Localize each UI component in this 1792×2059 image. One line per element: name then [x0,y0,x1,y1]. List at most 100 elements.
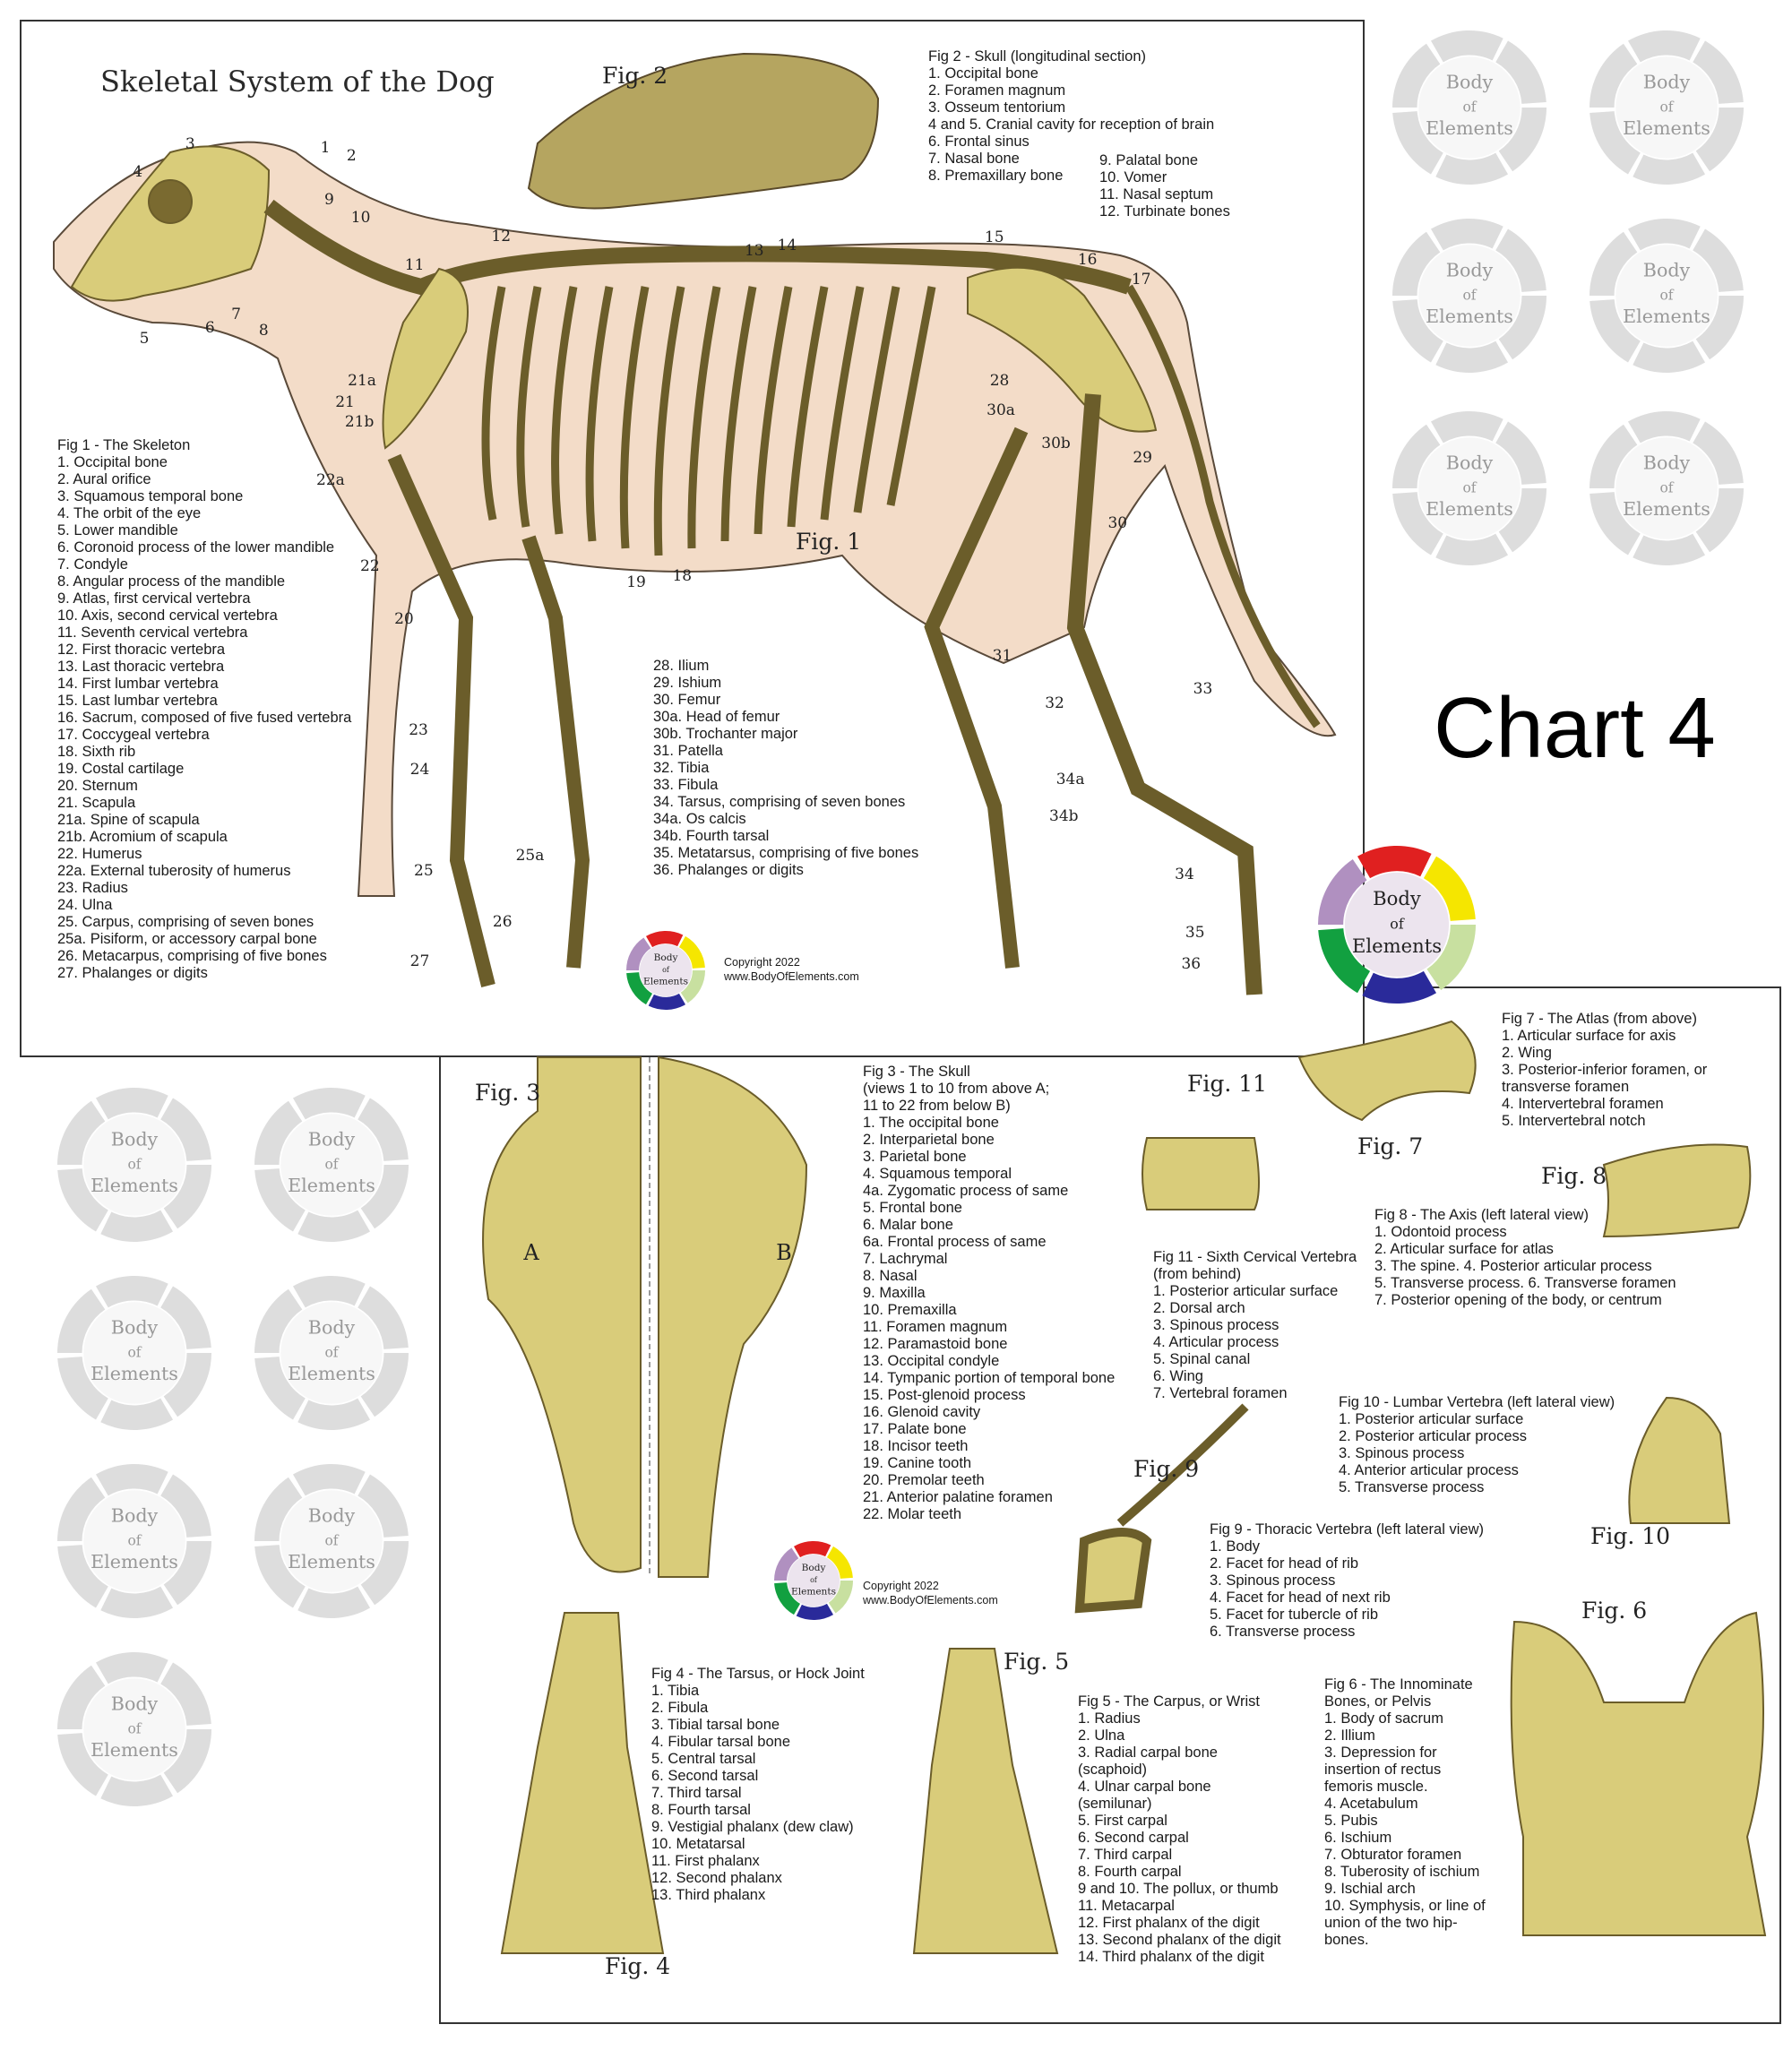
logo-segment [1357,846,1432,879]
legend-item: 3. Spinous process [1339,1445,1465,1461]
legend-item: 34. Tarsus, comprising of seven bones [653,794,906,810]
logo-text: of [127,1156,142,1172]
fig1-callout: 6 [204,319,215,337]
fig1-callout: 2 [346,147,357,166]
logo-segment [1392,231,1441,296]
logo-segment [1590,231,1638,296]
legend-item: 5. Frontal bone [863,1200,962,1216]
logo-segment [100,1586,173,1618]
logo-text: Body [308,1505,356,1527]
logo-segment [100,1774,173,1806]
logo-text: Body [308,1317,356,1339]
legend-item: 33. Fibula [653,777,719,793]
fig1-callout: 24 [409,761,430,780]
legend-item: 4. Facet for head of next rib [1210,1589,1391,1606]
legend-item: (scaphoid) [1078,1762,1148,1778]
logo-segment [96,1276,168,1308]
figure-label-fig6: Fig. 6 [1581,1598,1648,1624]
legend-item: 4. Anterior articular process [1339,1462,1519,1478]
logo-segment [1633,152,1705,185]
legend-item: 5. Pubis [1324,1813,1378,1829]
logo-text: Elements [90,1175,178,1196]
legend-item: 18. Sixth rib [57,744,136,760]
logo-segment [1695,296,1744,360]
logo-segment [680,970,705,1004]
logo-center [639,943,693,997]
fig3-view-label: B [776,1240,792,1265]
legend-heading: Fig 3 - The Skull [863,1064,970,1080]
legend-item: 30. Femur [653,692,721,708]
legend-item: 4. Acetabulum [1324,1796,1418,1812]
fig1-callout: 22 [360,557,380,576]
rib [820,286,865,521]
legend-item: 12. Paramastoid bone [863,1336,1008,1352]
logo-segment [1431,219,1503,251]
fig1-callout: 21 [335,393,355,412]
logo-text: Elements [791,1586,836,1597]
legend-item: 30b. Trochanter major [653,726,798,742]
legend-item: 3. Tibial tarsal bone [651,1717,780,1733]
legend-item: 6. Frontal sinus [928,134,1030,150]
logo-text: of [1462,99,1477,115]
logo-segment [1495,421,1546,485]
logo-segment [1693,421,1744,485]
logo-text: Elements [1352,935,1442,957]
legend-item: 19. Canine tooth [863,1455,972,1471]
figure-label-fig4: Fig. 4 [605,1953,671,1979]
legend-fig11-cervical: Fig 11 - Sixth Cervical Vertebra(from be… [1153,1249,1357,1402]
logo-text: of [662,966,670,974]
legend-item: 4. Intervertebral foramen [1502,1096,1664,1112]
legend-item: 21. Scapula [57,795,136,811]
legend-item: 21b. Acromium of scapula [57,829,228,845]
logo-center [787,1554,840,1607]
logo-segment [358,1098,409,1161]
legend-item: 7. Third tarsal [651,1785,742,1801]
logo-center [280,1302,383,1404]
legend-fig3-skull: Fig 3 - The Skull(views 1 to 10 from abo… [863,1064,1115,1523]
logo-text: of [127,1344,142,1360]
legend-item: 10. Metatarsal [651,1836,745,1852]
logo-segment [163,1729,211,1794]
logo-segment [1495,40,1546,104]
legend-item: 4. Fibular tarsal bone [651,1734,791,1750]
legend-heading: Fig 9 - Thoracic Vertebra (left lateral … [1210,1521,1484,1538]
logo-segment [160,1662,211,1726]
legend-item: 1. Occipital bone [928,65,1038,82]
legend-item: 5. Transverse process. 6. Transverse for… [1374,1275,1676,1291]
legend-item: 17. Coccygeal vertebra [57,727,210,743]
logo-segment [1392,492,1443,556]
logo-segment [1590,111,1641,175]
legend-item: 7. Obturator foramen [1324,1847,1462,1863]
spine [263,199,1132,296]
rib [853,286,900,513]
rib [516,286,542,528]
legend-item: 1. Posterior articular surface [1339,1411,1524,1427]
logo-segment [100,1210,173,1242]
logo-segment [297,1210,370,1242]
legend-item: 34b. Fourth tarsal [653,828,770,844]
hind-leg-1 [1066,393,1262,995]
ribs [481,286,936,556]
logo-text: Body [111,1505,159,1527]
front-leg-2 [521,535,590,969]
legend-item: 3. Parietal bone [863,1149,967,1165]
fig1-callout: 17 [1131,270,1151,289]
logo-text: of [1462,287,1477,303]
fig1-callout: 15 [984,228,1004,246]
fig1-callout: 32 [1045,694,1064,712]
legend-item: 17. Palate bone [863,1421,967,1437]
logo-segment [648,993,685,1010]
fig1-callout: 34a [1055,770,1085,788]
legend-item: 4a. Zygomatic process of same [863,1183,1069,1199]
fig1-callout: 14 [777,236,797,254]
legend-item: 7. Posterior opening of the body, or cen… [1374,1292,1662,1308]
logo-center [280,1490,383,1592]
legend-item: 25a. Pisiform, or accessory carpal bone [57,931,317,947]
legend-heading: Fig 7 - The Atlas (from above) [1502,1011,1697,1027]
legend-item: 13. Occipital condyle [863,1353,1000,1369]
logo-text: Elements [1623,117,1710,139]
legend-item: 3. Squamous temporal bone [57,488,244,504]
legend-item: 9. Ischial arch [1324,1881,1416,1897]
